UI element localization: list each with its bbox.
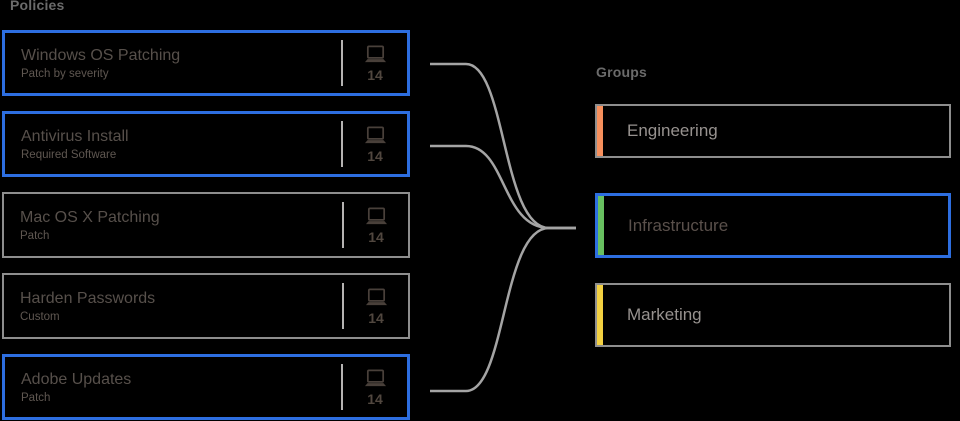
card-divider xyxy=(341,40,343,86)
device-count-block: 14 xyxy=(343,43,407,83)
laptop-icon xyxy=(364,369,386,387)
policy-title: Mac OS X Patching xyxy=(20,209,160,226)
laptop-icon xyxy=(365,288,387,306)
policy-title: Adobe Updates xyxy=(21,371,132,388)
laptop-icon xyxy=(364,126,386,144)
card-divider xyxy=(341,364,343,410)
policy-card-adobe-updates[interactable]: Adobe Updates Patch 14 xyxy=(2,354,410,420)
device-count-block: 14 xyxy=(344,205,408,245)
policy-card-windows-os-patching[interactable]: Windows OS Patching Patch by severity 14 xyxy=(2,30,410,96)
device-count: 14 xyxy=(367,148,383,164)
policy-subtitle: Required Software xyxy=(21,149,117,161)
laptop-icon xyxy=(364,45,386,63)
device-count: 14 xyxy=(367,391,383,407)
policy-text-block: Adobe Updates Patch xyxy=(5,370,341,404)
policy-card-harden-passwords[interactable]: Harden Passwords Custom 14 xyxy=(2,273,410,339)
card-divider xyxy=(342,283,344,329)
policy-text-block: Antivirus Install Required Software xyxy=(5,127,341,161)
device-count: 14 xyxy=(368,310,384,326)
group-accent-bar xyxy=(598,196,604,255)
policy-title: Antivirus Install xyxy=(21,128,129,145)
policy-text-block: Harden Passwords Custom xyxy=(4,289,342,323)
device-count-block: 14 xyxy=(343,367,407,407)
group-label: Engineering xyxy=(627,121,718,140)
group-accent-bar xyxy=(597,106,603,156)
policy-subtitle: Patch xyxy=(20,230,50,242)
policy-title: Windows OS Patching xyxy=(21,47,181,64)
policy-subtitle: Patch by severity xyxy=(21,68,109,80)
card-divider xyxy=(341,121,343,167)
laptop-icon xyxy=(365,207,387,225)
policy-card-mac-os-x-patching[interactable]: Mac OS X Patching Patch 14 xyxy=(2,192,410,258)
group-card-infrastructure[interactable]: Infrastructure xyxy=(595,193,951,258)
policy-card-antivirus-install[interactable]: Antivirus Install Required Software 14 xyxy=(2,111,410,177)
device-count-block: 14 xyxy=(343,124,407,164)
groups-section-label: Groups xyxy=(596,64,647,80)
group-card-engineering[interactable]: Engineering xyxy=(595,104,951,158)
connector-antivirus-install xyxy=(430,144,576,230)
device-count: 14 xyxy=(368,229,384,245)
device-count-block: 14 xyxy=(344,286,408,326)
connector-windows-os-patching xyxy=(430,62,576,230)
policy-text-block: Windows OS Patching Patch by severity xyxy=(5,46,341,80)
group-label: Infrastructure xyxy=(628,215,729,235)
group-card-marketing[interactable]: Marketing xyxy=(595,283,951,347)
group-accent-bar xyxy=(597,285,603,345)
group-label: Marketing xyxy=(627,305,702,324)
policy-title: Harden Passwords xyxy=(20,290,156,307)
device-count: 14 xyxy=(367,67,383,83)
card-divider xyxy=(342,202,344,248)
policy-text-block: Mac OS X Patching Patch xyxy=(4,208,342,242)
policy-subtitle: Patch xyxy=(21,392,51,404)
connector-adobe-updates xyxy=(430,226,576,393)
policy-subtitle: Custom xyxy=(20,311,60,323)
policies-section-label: Policies xyxy=(10,0,65,13)
